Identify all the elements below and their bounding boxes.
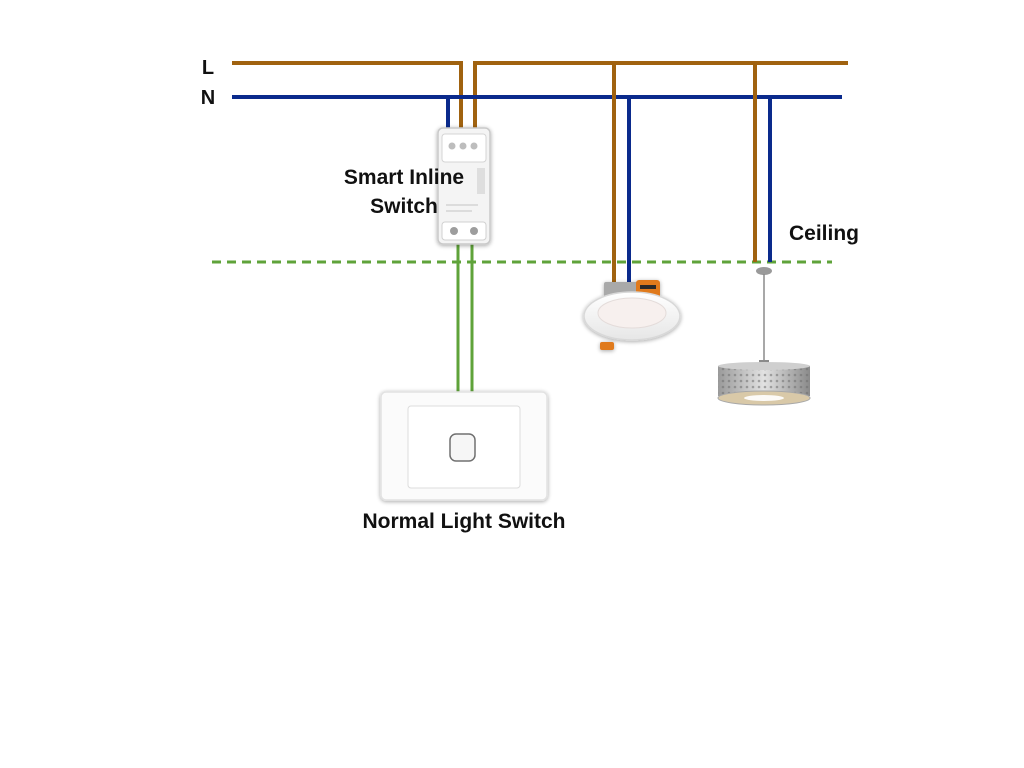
normal-switch-label: Normal Light Switch <box>362 510 565 533</box>
smart-inline-switch-module-icon <box>437 127 491 245</box>
neutral-label: N <box>201 87 215 109</box>
smart-switch-label-line2: Switch <box>370 195 438 218</box>
ceiling-label: Ceiling <box>789 222 859 245</box>
smart-switch-label-line1: Smart Inline <box>344 166 464 189</box>
live-bus-wire <box>232 61 848 135</box>
pendant-drum-light-icon <box>717 267 811 406</box>
live-label: L <box>202 57 214 79</box>
wall-light-switch-icon <box>380 391 548 501</box>
led-downlight-icon <box>583 280 681 350</box>
